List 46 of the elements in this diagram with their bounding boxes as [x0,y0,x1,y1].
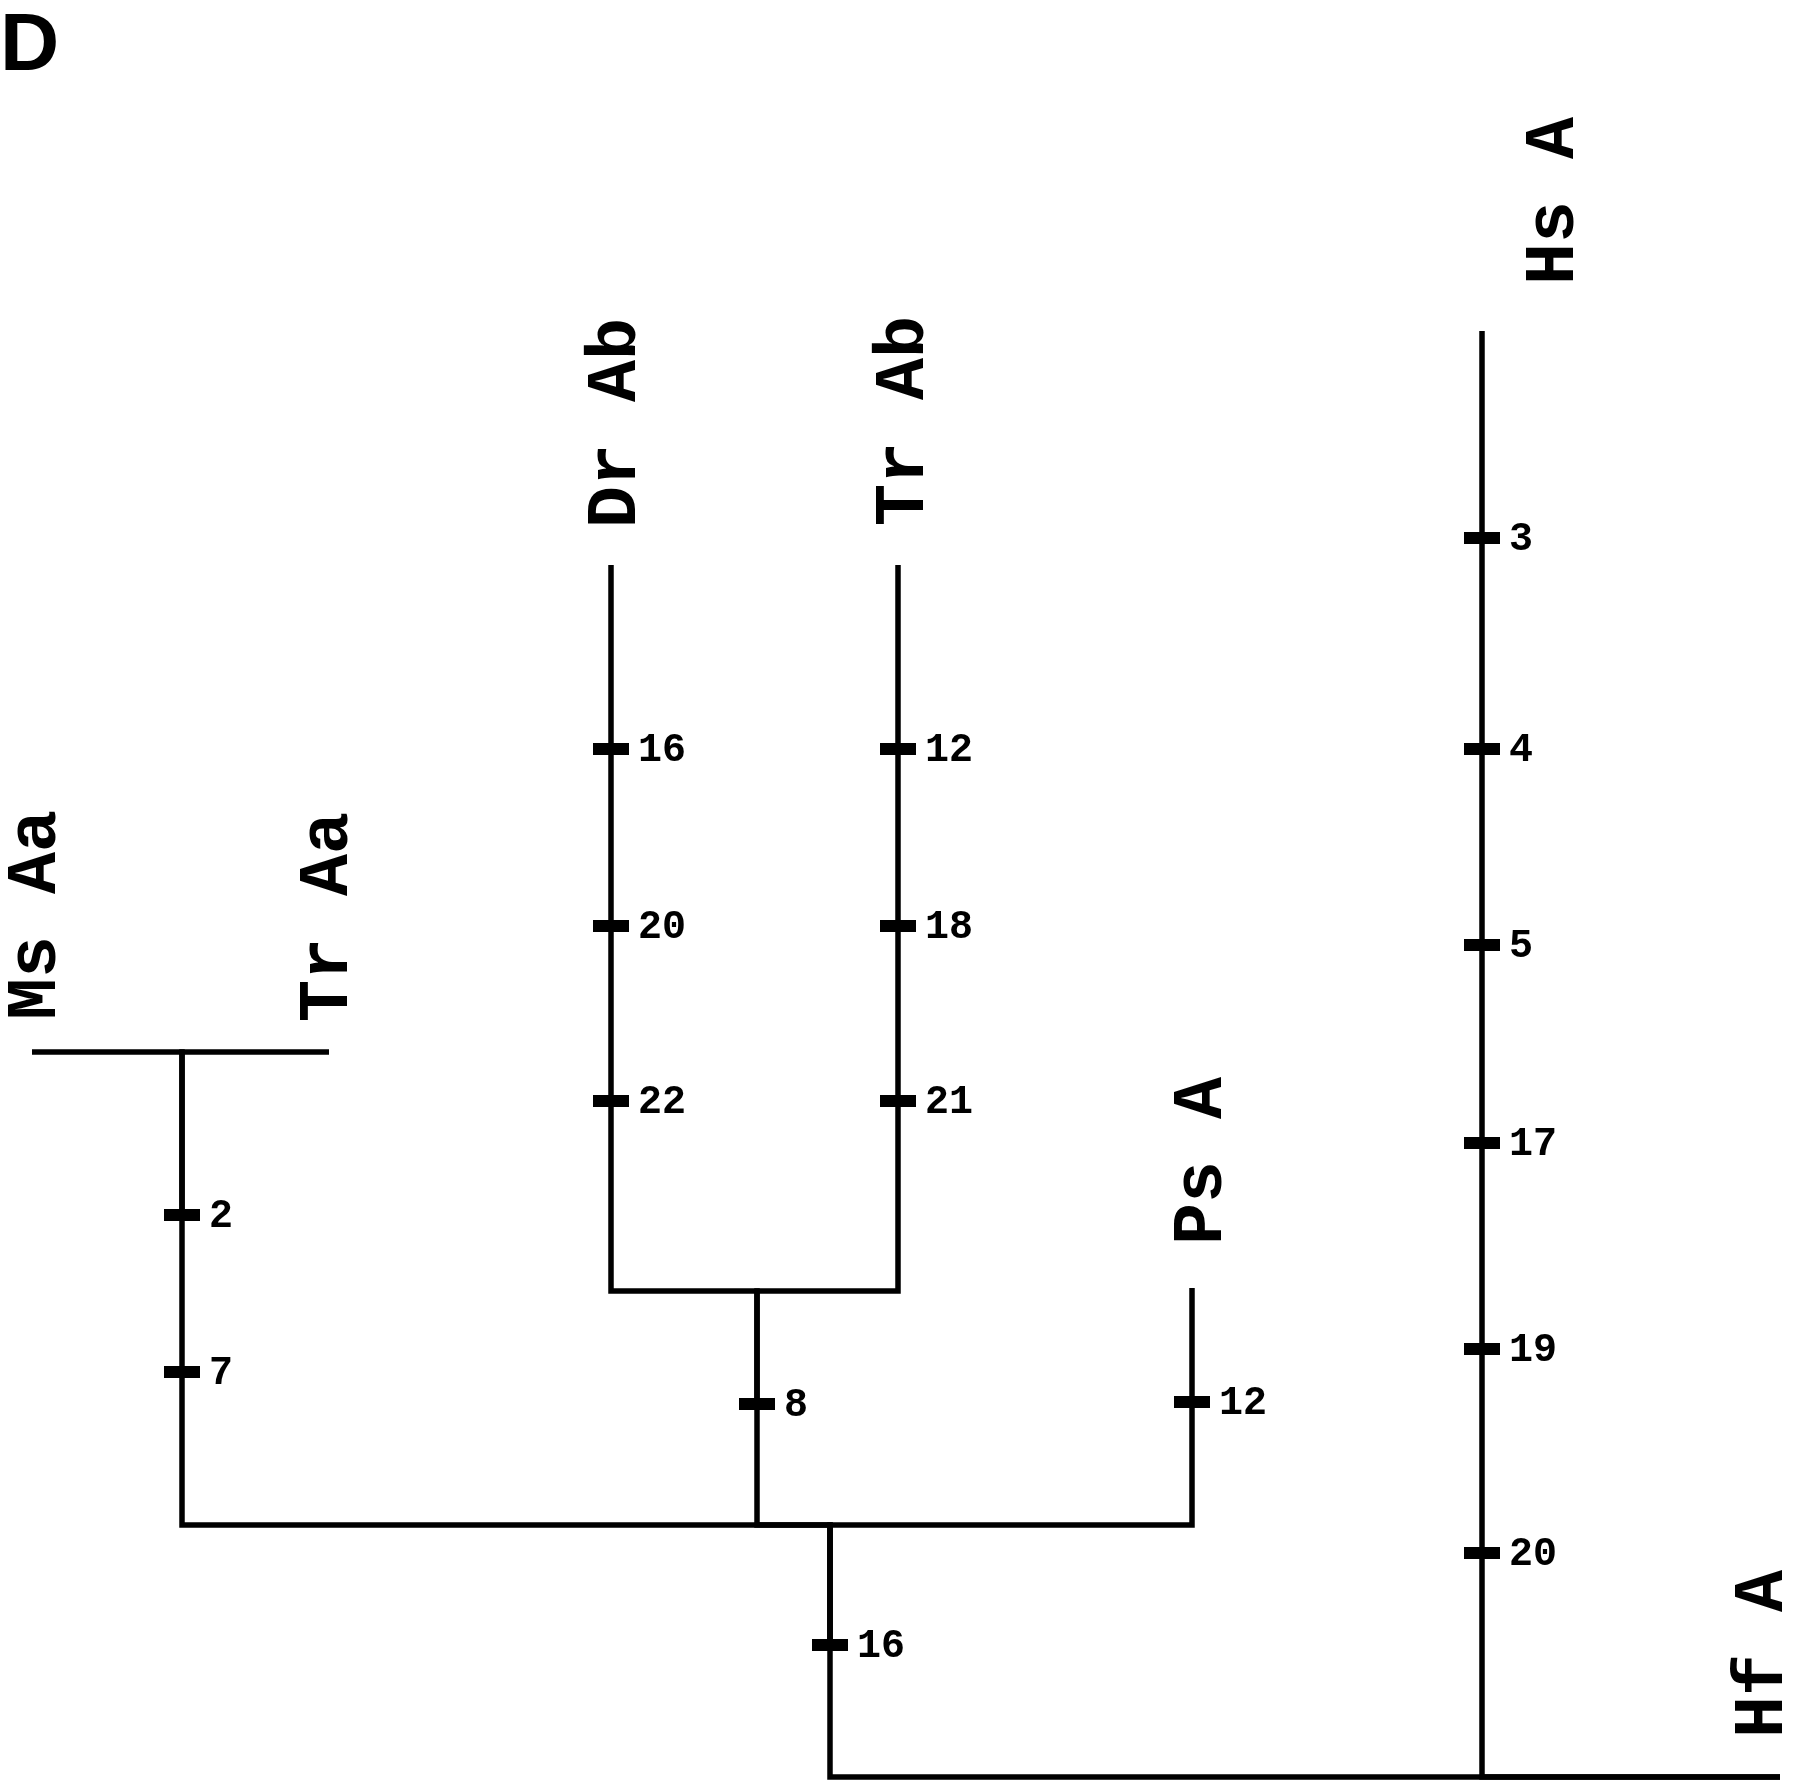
tick-mark [812,1639,848,1651]
tick-mark [593,1095,629,1107]
character-number: 5 [1509,927,1533,967]
tick-mark [1464,939,1500,951]
tick-mark [1464,743,1500,755]
character-number: 20 [1509,1535,1557,1575]
character-number: 17 [1509,1125,1557,1165]
character-number: 18 [925,908,973,948]
character-number: 3 [1509,520,1533,560]
character-number: 21 [925,1083,973,1123]
tick-mark [164,1366,200,1378]
character-number: 22 [638,1083,686,1123]
taxon-label: Ps A [1167,1076,1239,1245]
character-number: 2 [209,1197,233,1237]
panel-letter: D [0,1,60,83]
taxon-label: Hf A [1728,1569,1800,1738]
character-number: 16 [638,731,686,771]
character-number: 20 [638,908,686,948]
tick-mark [593,920,629,932]
character-number: 12 [1219,1384,1267,1424]
character-number: 4 [1509,731,1533,771]
taxon-label: Hs A [1519,116,1591,285]
character-number: 19 [1509,1331,1557,1371]
taxon-label: Tr Ab [869,315,941,526]
branch-line [179,1049,332,1209]
branch-line [1479,1559,1783,1780]
tick-mark [880,1095,916,1107]
tick-mark [880,920,916,932]
tick-mark [164,1209,200,1221]
character-number: 12 [925,731,973,771]
tick-mark [1464,1137,1500,1149]
tick-mark [1464,1547,1500,1559]
tick-mark [1464,532,1500,544]
taxon-label: Dr Ab [581,317,653,528]
tick-mark [1464,1343,1500,1355]
branch-line [754,1107,901,1398]
character-number: 8 [784,1386,808,1426]
character-number: 7 [209,1354,233,1394]
branch-line [827,1408,1195,1639]
tick-mark [739,1398,775,1410]
taxon-label: Tr Aa [293,811,365,1022]
tick-mark [880,743,916,755]
character-number: 16 [857,1627,905,1667]
tick-mark [593,743,629,755]
taxon-label: Ms Aa [1,809,73,1020]
tick-mark [1174,1396,1210,1408]
